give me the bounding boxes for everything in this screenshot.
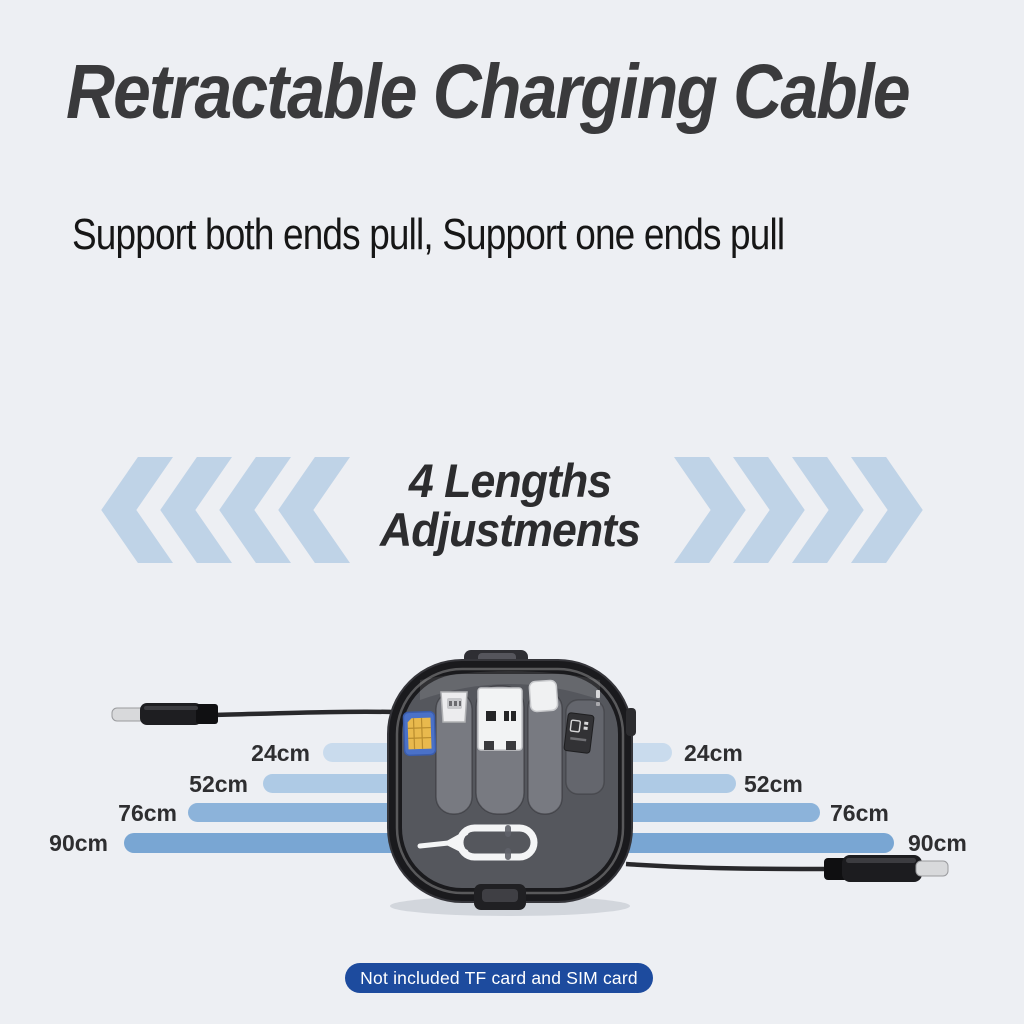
length-label-right-24cm: 24cm [684,740,743,766]
lid-marking [596,702,600,706]
cable-left [213,709,397,718]
length-label-left-90cm: 90cm [49,830,108,856]
cable-right [625,861,829,872]
feature-line-2: Adjustments [380,503,641,556]
retractable-cable-case [387,650,636,916]
side-button [626,708,636,736]
length-label-right-76cm: 76cm [830,800,889,826]
usb-c-plug-left [111,703,397,725]
sim-eject-tool [417,824,538,861]
micro-usb-connector [440,691,468,723]
length-label-left-76cm: 76cm [118,800,177,826]
feature-line-1: 4 Lengths [408,454,612,507]
sim-card [402,710,437,757]
length-label-left-24cm: 24cm [251,740,310,766]
lightning-connector [528,679,559,713]
page-title: Retractable Charging Cable [66,49,911,135]
lid-sheen [420,671,600,700]
footnote-badge: Not included TF card and SIM card [345,963,653,993]
bottom-tab [474,884,526,910]
tf-card [563,712,595,754]
usb-a-connector [477,687,523,751]
usb-c-plug-right [625,855,949,882]
lid-marking [596,690,600,698]
feature-text: 4 Lengths Adjustments [315,456,705,554]
length-label-right-52cm: 52cm [744,771,803,797]
subtitle: Support both ends pull, Support one ends… [72,210,785,259]
length-label-left-52cm: 52cm [189,771,248,797]
length-label-right-90cm: 90cm [908,830,967,856]
